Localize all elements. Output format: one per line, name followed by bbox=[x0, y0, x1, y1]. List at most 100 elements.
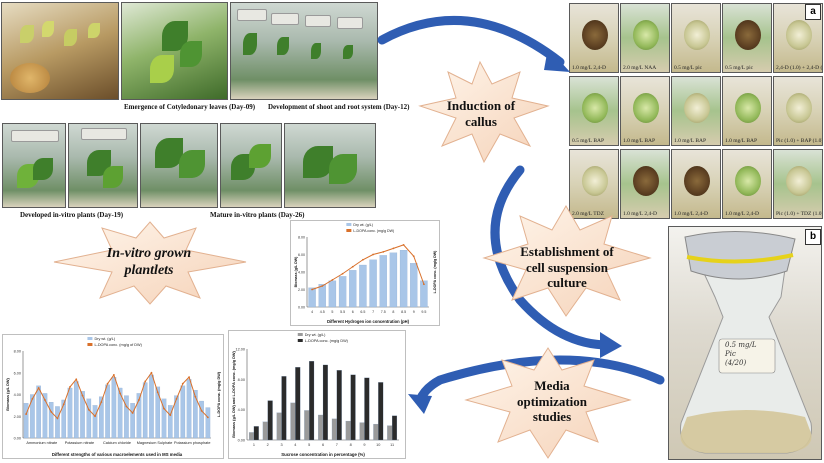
caption-developed-text: Developed in-vitro plants (Day-19) bbox=[20, 211, 124, 219]
bar-1-7 bbox=[61, 399, 67, 439]
bar-1-8 bbox=[389, 252, 398, 308]
bar-1-5 bbox=[304, 410, 310, 441]
line-point-15 bbox=[112, 374, 115, 376]
x-axis-label: Different Hydrogen ion concentration (pH… bbox=[327, 319, 410, 324]
bar-1-8 bbox=[67, 387, 73, 439]
callus-treatment-label: 0.5 mg/L pic bbox=[725, 65, 754, 71]
line-point-7 bbox=[372, 253, 374, 256]
flask-label: 0.5 mg/L Pic (4/20) bbox=[725, 341, 757, 367]
legend-swatch bbox=[297, 339, 303, 342]
bar-2-11 bbox=[391, 415, 398, 441]
line-point-6 bbox=[351, 265, 354, 268]
bar-1-12 bbox=[92, 405, 98, 439]
line-point-4.5 bbox=[321, 285, 324, 287]
caption-developed: Developed in-vitro plants (Day-19) bbox=[20, 211, 123, 219]
bar-1-29 bbox=[199, 400, 204, 439]
callus-treatment-label: 0.5 mg/L BAP bbox=[572, 138, 605, 144]
line-point-23 bbox=[163, 407, 165, 410]
line-point-27 bbox=[188, 376, 190, 378]
bar-1-1 bbox=[23, 403, 29, 439]
caption-mature: Mature in-vitro plants (Day-26) bbox=[210, 211, 304, 219]
line-point-14 bbox=[106, 382, 109, 385]
caption-mature-text: Mature in-vitro plants (Day-26) bbox=[210, 211, 305, 219]
group-label: Ammonium nitrate bbox=[26, 441, 57, 445]
line-point-5 bbox=[331, 278, 334, 281]
y-tick-label: 8.00 bbox=[238, 378, 245, 382]
callus-photo-3-2: 1.0 mg/L 2,4-D bbox=[620, 149, 670, 219]
callus-mass bbox=[735, 166, 761, 196]
callus-mass bbox=[633, 93, 659, 123]
line-point-24 bbox=[169, 414, 172, 417]
y-tick-label: 2.00 bbox=[14, 415, 21, 419]
label-media-optimization: Media optimization studies bbox=[516, 378, 588, 425]
line-point-5 bbox=[50, 411, 53, 413]
arrow-to-callus-head bbox=[544, 48, 570, 72]
line-point-1 bbox=[25, 413, 28, 415]
legend-swatch bbox=[87, 343, 93, 346]
line-point-7.5 bbox=[382, 250, 385, 253]
bar-1-22 bbox=[155, 386, 161, 439]
bar-1-28 bbox=[193, 390, 198, 439]
line-point-29 bbox=[200, 409, 203, 412]
callus-photo-3-5: Pic (1.0) + TDZ (1.0) bbox=[773, 149, 823, 219]
y-tick-label: 0.00 bbox=[238, 439, 245, 443]
line-point-6 bbox=[56, 417, 59, 420]
series-line bbox=[311, 244, 425, 290]
callus-photo-3-3: 1.0 mg/L 2,4-D bbox=[671, 149, 721, 219]
photo-mature-plants-2 bbox=[220, 123, 282, 208]
bar-1-7.5 bbox=[379, 255, 387, 308]
callus-treatment-label: Pic (1.0) + BAP (1.0) bbox=[776, 138, 822, 144]
callus-photo-1-2: 2.0 mg/L NAA bbox=[620, 3, 670, 73]
flask-illustration bbox=[680, 230, 812, 454]
callus-treatment-label: Pic (1.0) + TDZ (1.0) bbox=[776, 211, 822, 217]
photo-cotyledonary-leaves-1 bbox=[1, 2, 119, 100]
callus-treatment-label: 1.0 mg/L BAP bbox=[674, 138, 707, 144]
photo-mature-plants-3 bbox=[284, 123, 376, 208]
callus-mass bbox=[582, 166, 608, 196]
bar-2-3 bbox=[281, 376, 287, 441]
y-tick-label: 6.00 bbox=[298, 253, 305, 257]
line-point-12 bbox=[94, 415, 96, 418]
bar-2-1 bbox=[253, 426, 259, 441]
bar-1-4 bbox=[42, 393, 48, 439]
bar-1-18 bbox=[130, 403, 135, 439]
arrow-to-suspension-head bbox=[600, 332, 622, 358]
bar-1-7 bbox=[331, 418, 337, 441]
legend-entry: L-DOPA conc. (mg/g DW) bbox=[305, 339, 349, 343]
line-point-7 bbox=[62, 403, 65, 406]
line-point-13 bbox=[100, 401, 103, 404]
bar-1-7 bbox=[369, 259, 377, 308]
callus-treatment-label: 1.0 mg/L 2,4-D bbox=[623, 211, 658, 217]
line-point-18 bbox=[131, 412, 134, 414]
x-tick-label: 7 bbox=[336, 443, 338, 447]
callus-mass bbox=[633, 166, 659, 196]
callus-treatment-label: 1.0 mg/L 2,4-D bbox=[674, 211, 709, 217]
callus-treatment-label: 1.0 mg/L BAP bbox=[623, 138, 656, 144]
bar-1-9 bbox=[410, 263, 418, 308]
y2-axis-label: L-DOPA conc. (mg/g DW) bbox=[433, 250, 437, 294]
bar-1-15 bbox=[111, 376, 117, 439]
x-tick-label: 3 bbox=[280, 443, 282, 447]
y-tick-label: 0.00 bbox=[14, 437, 21, 441]
callus-mass bbox=[786, 93, 812, 123]
bar-1-1 bbox=[248, 432, 255, 441]
legend-entry: L-DOPA conc. (mg/g of DW) bbox=[94, 343, 142, 347]
y-tick-label: 4.00 bbox=[238, 408, 245, 412]
label-invitro-plantlets: In-vitro grown plantlets bbox=[106, 246, 192, 278]
bar-1-8.5 bbox=[399, 250, 408, 308]
arrow-media-return-head bbox=[408, 394, 432, 414]
x-tick-label: 7.5 bbox=[381, 310, 386, 314]
line-point-4 bbox=[311, 288, 313, 291]
bar-1-21 bbox=[149, 374, 154, 439]
group-label: Magnesium Sulphate bbox=[137, 441, 173, 445]
bar-1-4.5 bbox=[318, 284, 326, 308]
callus-mass bbox=[786, 20, 812, 50]
x-tick-label: 4.5 bbox=[320, 310, 325, 314]
panel-tag-a: a bbox=[805, 4, 821, 20]
callus-treatment-label: 2.0 mg/L TDZ bbox=[572, 211, 604, 217]
panel-tag-b: b bbox=[805, 229, 821, 245]
callus-mass bbox=[684, 20, 710, 50]
bar-1-3 bbox=[276, 412, 282, 441]
bar-1-6 bbox=[318, 414, 324, 441]
line-point-17 bbox=[125, 405, 128, 408]
